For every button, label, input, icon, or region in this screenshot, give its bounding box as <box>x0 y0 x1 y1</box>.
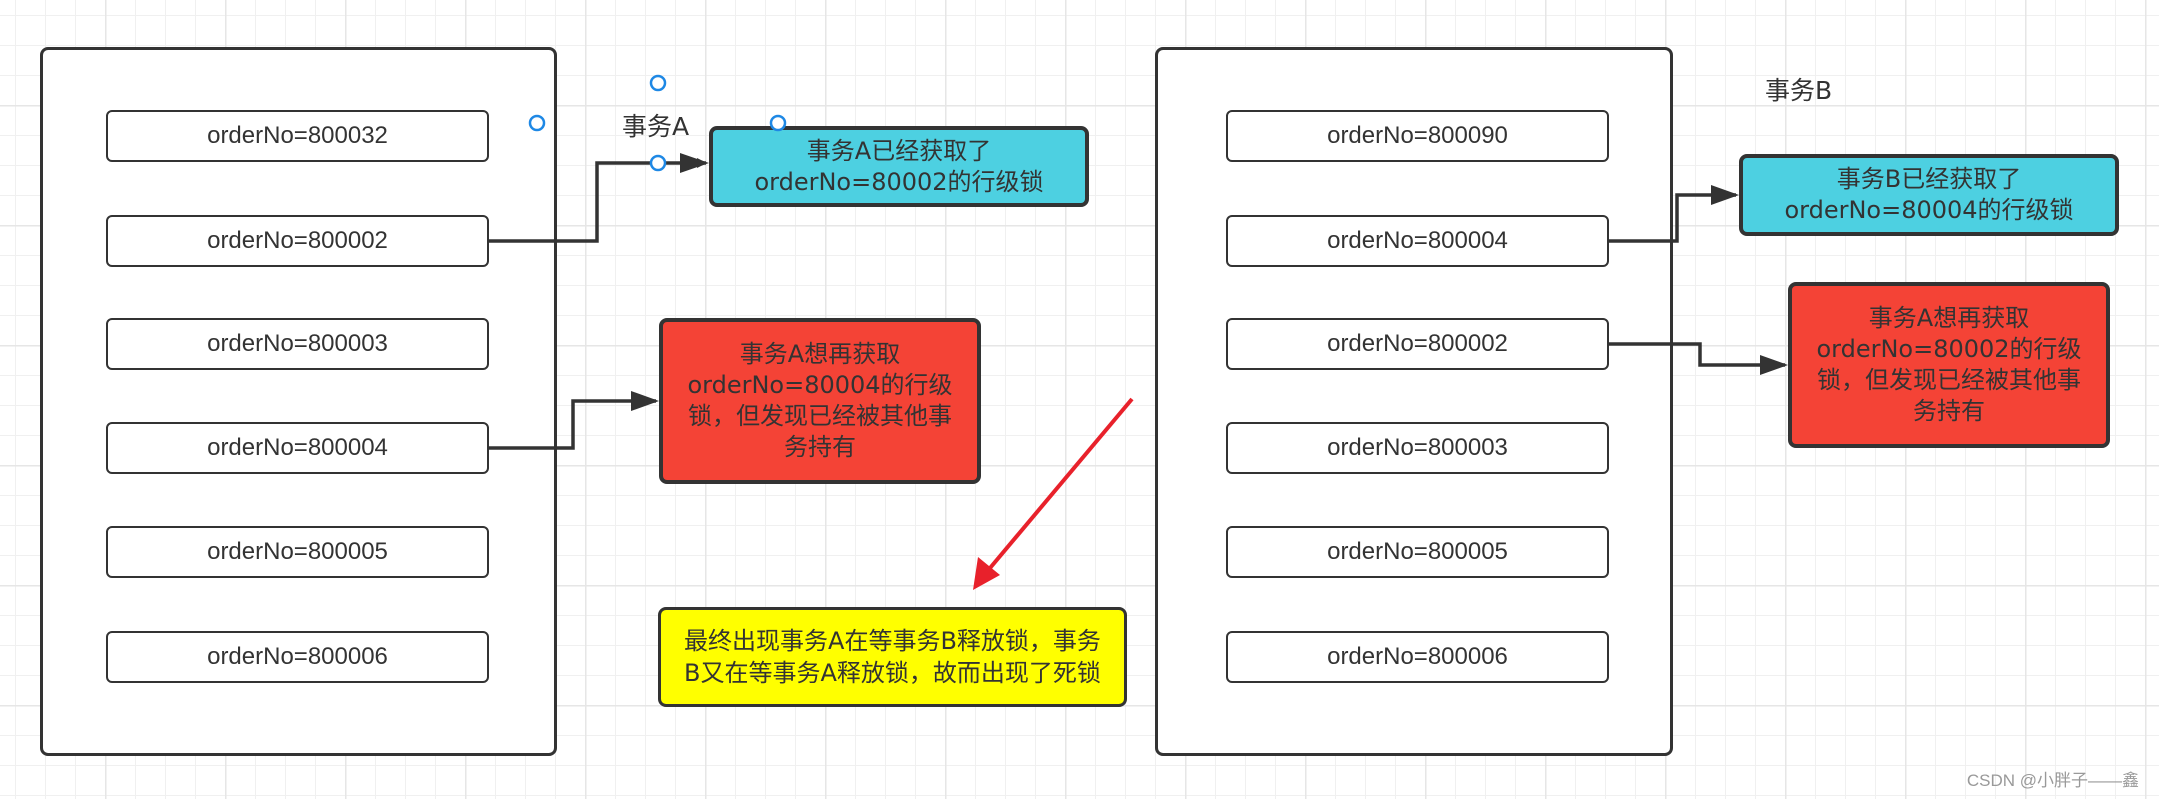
transaction-b-acquired-note: 事务B已经获取了orderNo=80004的行级锁 <box>1739 154 2119 236</box>
selection-handles <box>528 74 787 172</box>
table-row: orderNo=800006 <box>106 631 489 683</box>
arrowhead <box>631 391 659 411</box>
arrow-b-blocked <box>1608 342 1785 367</box>
arrow-b-acquired <box>1608 193 1736 243</box>
handle-icon <box>769 114 787 132</box>
transaction-a-label: 事务A <box>622 112 690 141</box>
table-row: orderNo=800004 <box>1226 215 1609 267</box>
deadlock-conclusion-note: 最终出现事务A在等事务B释放锁，事务B又在等事务A释放锁，故而出现了死锁 <box>658 607 1127 707</box>
arrowhead <box>680 153 709 173</box>
watermark: CSDN @小胖子——鑫 <box>1966 771 2139 790</box>
arrowhead <box>1760 355 1788 375</box>
table-row: orderNo=800003 <box>106 318 489 370</box>
transaction-a-acquired-note: 事务A已经获取了orderNo=80002的行级锁 <box>709 126 1089 207</box>
table-row: orderNo=800090 <box>1226 110 1609 162</box>
handle-icon <box>528 114 546 132</box>
table-row: orderNo=800004 <box>106 422 489 474</box>
table-row: orderNo=800005 <box>1226 526 1609 578</box>
table-row: orderNo=800002 <box>1226 318 1609 370</box>
red-pointer-arrow <box>973 397 1134 590</box>
handle-icon <box>649 74 667 92</box>
table-row: orderNo=800005 <box>106 526 489 578</box>
transaction-a-blocked-note: 事务A想再获取orderNo=80004的行级锁，但发现已经被其他事务持有 <box>659 318 981 484</box>
transaction-b-label: 事务B <box>1765 76 1833 105</box>
arrow-a-acquired <box>489 158 707 243</box>
table-row: orderNo=800006 <box>1226 631 1609 683</box>
arrow-a-blocked <box>489 399 656 450</box>
table-row: orderNo=800003 <box>1226 422 1609 474</box>
transaction-b-blocked-note: 事务A想再获取orderNo=80002的行级锁，但发现已经被其他事务持有 <box>1788 282 2110 448</box>
arrowhead <box>1711 185 1739 205</box>
handle-icon <box>649 154 667 172</box>
table-row: orderNo=800002 <box>106 215 489 267</box>
table-row: orderNo=800032 <box>106 110 489 162</box>
